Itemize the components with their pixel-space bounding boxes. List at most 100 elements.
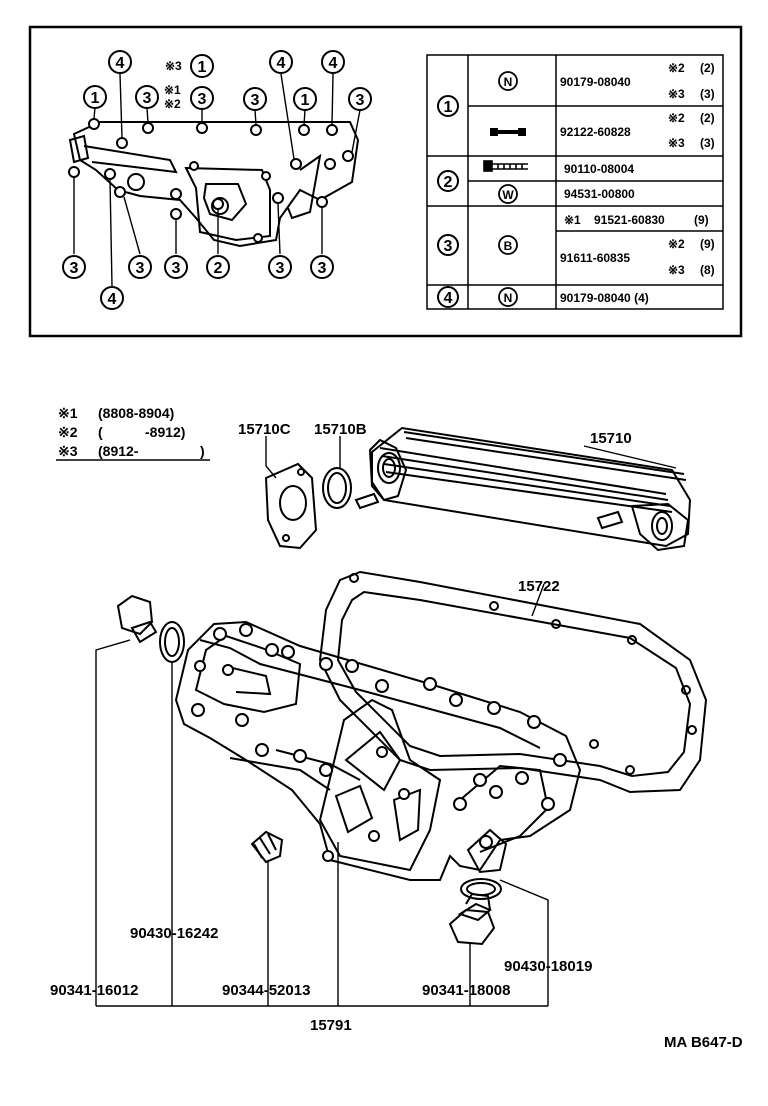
svg-text:※3: ※3 xyxy=(668,87,685,101)
callout-3: 3 xyxy=(348,87,372,111)
nut-icon: N xyxy=(498,71,518,91)
label-90344-52013: 90344-52013 xyxy=(222,982,310,999)
washer-icon: W xyxy=(498,184,518,204)
inset-callouts: 1 4 3 ※3 1 ※1 ※2 3 3 4 1 4 3 3 3 3 2 3 3… xyxy=(62,50,372,310)
label-15791: 15791 xyxy=(310,1017,352,1034)
svg-text:2: 2 xyxy=(444,174,453,191)
svg-text:(3): (3) xyxy=(700,87,715,101)
callout-3: 3 xyxy=(128,255,152,279)
cooler-cover-15791 xyxy=(174,620,582,881)
svg-text:3: 3 xyxy=(318,260,327,277)
callout-2: 2 xyxy=(206,255,230,279)
svg-text:1: 1 xyxy=(91,90,100,107)
drain-plug-90341-18008 xyxy=(448,892,496,946)
svg-text:3: 3 xyxy=(136,260,145,277)
inset-leaders xyxy=(73,73,361,287)
callout-3: 3 xyxy=(243,87,267,111)
svg-text:3: 3 xyxy=(198,91,207,108)
svg-text:1: 1 xyxy=(444,99,453,116)
svg-text:B: B xyxy=(504,239,513,253)
label-90430-16242: 90430-16242 xyxy=(130,925,218,942)
label-15710C: 15710C xyxy=(238,421,291,438)
callout-4: 4 xyxy=(321,50,345,74)
svg-text:3: 3 xyxy=(444,238,453,255)
diagram-code: MA B647-D xyxy=(664,1034,743,1051)
gasket-15710C xyxy=(264,462,318,550)
table-row-key-2: 2 xyxy=(437,170,459,192)
main-leaders xyxy=(95,436,677,1007)
label-90341-18008: 90341-18008 xyxy=(422,982,510,999)
table-row-key-3: 3 xyxy=(437,234,459,256)
gasket-15722 xyxy=(318,570,708,794)
gasket-90430-16242 xyxy=(159,621,185,663)
svg-text:4: 4 xyxy=(329,55,338,72)
oil-cooler-15710 xyxy=(354,426,692,552)
callout-3: 3 xyxy=(135,85,159,109)
svg-text:N: N xyxy=(504,75,513,89)
svg-text:3: 3 xyxy=(356,92,365,109)
svg-text:3: 3 xyxy=(172,260,181,277)
inset-frame xyxy=(28,25,743,338)
svg-text:3: 3 xyxy=(70,260,79,277)
plug-90344-52013 xyxy=(250,830,284,864)
bolt-symbol-icon: B xyxy=(498,235,518,255)
svg-text:(9): (9) xyxy=(694,213,709,227)
svg-text:(8808-8904): (8808-8904) xyxy=(98,405,174,421)
callout-1: 1 xyxy=(190,54,214,78)
label-15722: 15722 xyxy=(518,578,560,595)
callout-3: 3 xyxy=(268,255,292,279)
callout-3: 3 xyxy=(310,255,334,279)
inset-bolt-dots xyxy=(68,118,354,243)
svg-text:※2: ※2 xyxy=(58,424,78,440)
svg-text:4: 4 xyxy=(277,55,286,72)
svg-text:4: 4 xyxy=(444,290,453,307)
svg-text:3: 3 xyxy=(251,92,260,109)
svg-text:(8): (8) xyxy=(700,263,715,277)
part-number: 92122-60828 xyxy=(560,125,631,139)
callout-3: 3 xyxy=(62,255,86,279)
applicability-notes: ※1 (8808-8904) ※2 ( -8912) ※3 (8912- ) xyxy=(56,405,210,461)
svg-text:(9): (9) xyxy=(700,237,715,251)
note-mark-3: ※3 xyxy=(165,59,182,73)
svg-text:※2: ※2 xyxy=(668,61,685,75)
svg-text:※2: ※2 xyxy=(668,237,685,251)
label-90341-16012: 90341-16012 xyxy=(50,982,138,999)
svg-text:4: 4 xyxy=(116,55,125,72)
callout-3: 3 xyxy=(190,86,214,110)
svg-text:N: N xyxy=(504,291,513,305)
svg-text:2: 2 xyxy=(214,260,223,277)
part-number: 91611-60835 xyxy=(560,251,630,265)
bolt-icon xyxy=(483,160,528,172)
svg-text:-8912): -8912) xyxy=(145,424,185,440)
svg-text:※2: ※2 xyxy=(668,111,685,125)
svg-text:3: 3 xyxy=(143,90,152,107)
callout-4: 4 xyxy=(108,50,132,74)
svg-text:※3: ※3 xyxy=(668,136,685,150)
svg-text:(8912-: (8912- xyxy=(98,443,139,459)
table-row-key-1: 1 xyxy=(437,95,459,117)
label-15710B: 15710B xyxy=(314,421,367,438)
svg-text:(3): (3) xyxy=(700,136,715,150)
svg-text:※3: ※3 xyxy=(668,263,685,277)
table-row-key-4: 4 xyxy=(437,286,459,308)
note-mark-1: ※1 xyxy=(164,83,181,97)
svg-text:1: 1 xyxy=(301,92,310,109)
callout-1: 1 xyxy=(83,85,107,109)
callout-4: 4 xyxy=(100,286,124,310)
fastener-table: 1 2 3 4 N W B N 90179-08040 ※2 (2) ※3 (3… xyxy=(426,54,724,310)
svg-text:(2): (2) xyxy=(700,111,715,125)
svg-text:W: W xyxy=(502,188,514,202)
inset-cover-sketch xyxy=(68,121,360,248)
part-number: 90110-08004 xyxy=(564,162,634,176)
part-number: 90179-08040 (4) xyxy=(560,291,649,305)
drain-plug-90341-16012 xyxy=(116,594,158,644)
svg-text:1: 1 xyxy=(198,59,207,76)
stud-icon xyxy=(490,128,526,136)
svg-text:※1: ※1 xyxy=(58,405,78,421)
part-labels: 15710C 15710B 15710 15722 90430-16242 90… xyxy=(50,421,743,1051)
svg-text:): ) xyxy=(200,443,205,459)
label-90430-18019: 90430-18019 xyxy=(504,958,592,975)
oring-15710B xyxy=(322,467,352,509)
callout-3: 3 xyxy=(164,255,188,279)
